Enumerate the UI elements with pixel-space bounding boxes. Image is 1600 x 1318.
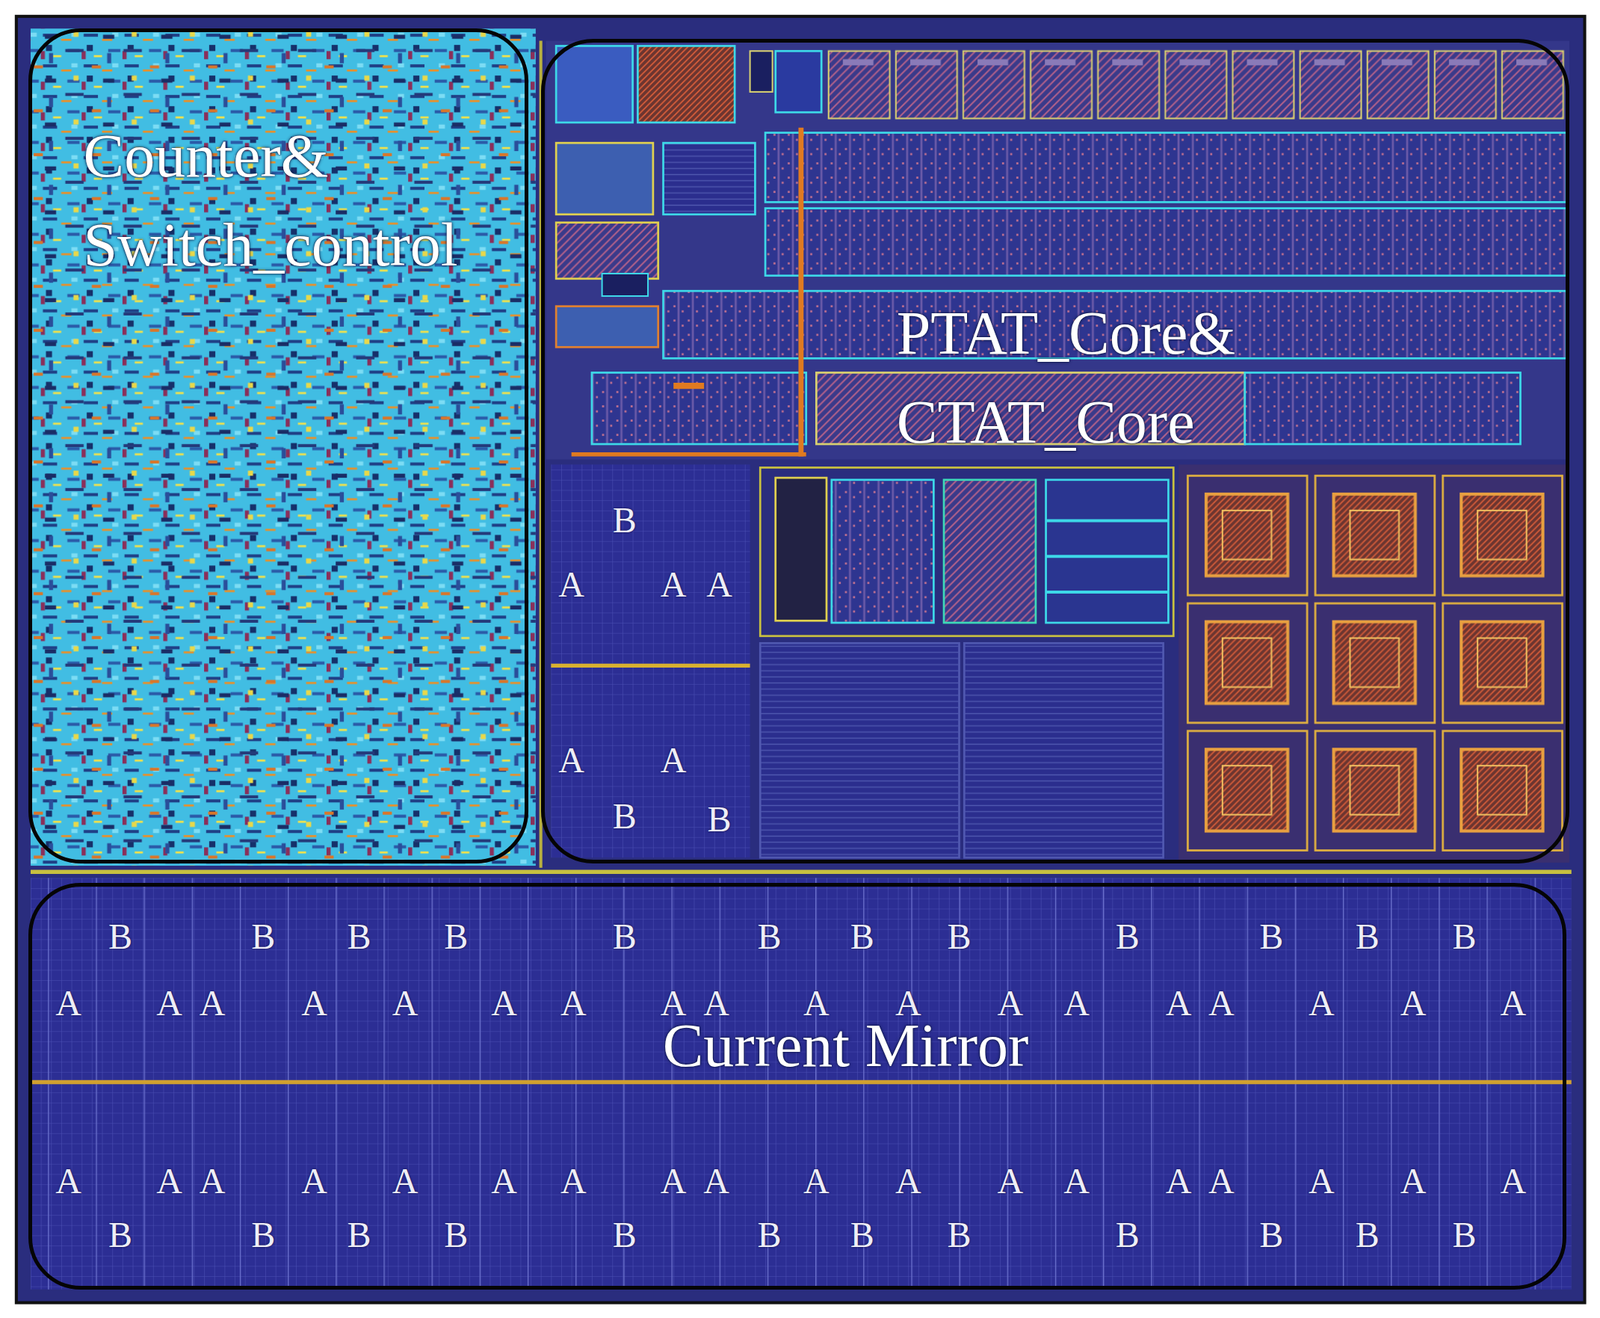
device-label: B [1355,1216,1380,1253]
device-label: B [251,1216,276,1253]
device-label: A [803,1162,830,1199]
device-label: B [108,918,133,955]
device-label: A [1208,984,1235,1021]
device-label: A [199,984,226,1021]
device-label: B [347,1216,372,1253]
device-label: A [1063,984,1090,1021]
device-label: A [1165,1162,1192,1199]
device-label: A [660,984,687,1021]
device-label: A [660,566,687,603]
device-label: B [347,918,372,955]
device-label: B [1355,918,1380,955]
device-label: B [612,1216,637,1253]
device-label: B [757,1216,782,1253]
device-label: B [1259,918,1284,955]
device-label: A [301,984,328,1021]
device-label: B [443,918,468,955]
device-label: A [490,1162,518,1199]
device-label: B [1115,1216,1140,1253]
region-label: PTAT_Core& CTAT_Core [896,289,1237,468]
device-label: A [703,1162,730,1199]
device-label: B [707,801,732,837]
device-label: A [895,1162,922,1199]
device-label: A [1063,1162,1090,1199]
region-label: Counter& Switch_control [82,112,458,290]
device-label: A [392,1162,419,1199]
device-label: A [55,1162,82,1199]
device-label: A [301,1162,328,1199]
device-label: A [706,566,733,603]
device-label: A [660,1162,687,1199]
device-label: B [443,1216,468,1253]
device-label: A [660,742,687,778]
device-label: A [1208,1162,1235,1199]
device-label: A [156,1162,183,1199]
device-label: B [1115,918,1140,955]
device-label: A [1400,984,1427,1021]
device-label: A [55,984,82,1021]
device-label: B [850,1216,875,1253]
device-label: A [558,742,585,778]
device-label: A [803,984,830,1021]
device-label: B [251,918,276,955]
device-label: B [1452,918,1476,955]
device-label: B [1452,1216,1476,1253]
device-label: A [560,984,587,1021]
device-label: A [558,566,585,603]
device-label: B [108,1216,133,1253]
device-label: B [612,798,637,835]
device-label: A [1308,984,1335,1021]
device-label: B [757,918,782,955]
device-label: B [612,918,637,955]
layout-region: PTAT_Core& CTAT_Core [541,38,1570,864]
device-label: A [1400,1162,1427,1199]
device-label: A [996,1162,1024,1199]
device-label: A [996,984,1024,1021]
device-label: A [1500,1162,1527,1199]
device-label: A [199,1162,226,1199]
device-label: B [946,1216,971,1253]
device-label: A [1500,984,1527,1021]
device-label: A [490,984,518,1021]
device-label: A [703,984,730,1021]
device-label: A [560,1162,587,1199]
device-label: B [850,918,875,955]
device-label: B [1259,1216,1284,1253]
device-label: A [392,984,419,1021]
device-label: B [612,502,637,539]
device-label: A [1165,984,1192,1021]
device-label: A [156,984,183,1021]
device-label: A [1308,1162,1335,1199]
device-label: B [946,918,971,955]
device-label: A [895,984,922,1021]
layout-region: Counter& Switch_control [28,28,529,864]
